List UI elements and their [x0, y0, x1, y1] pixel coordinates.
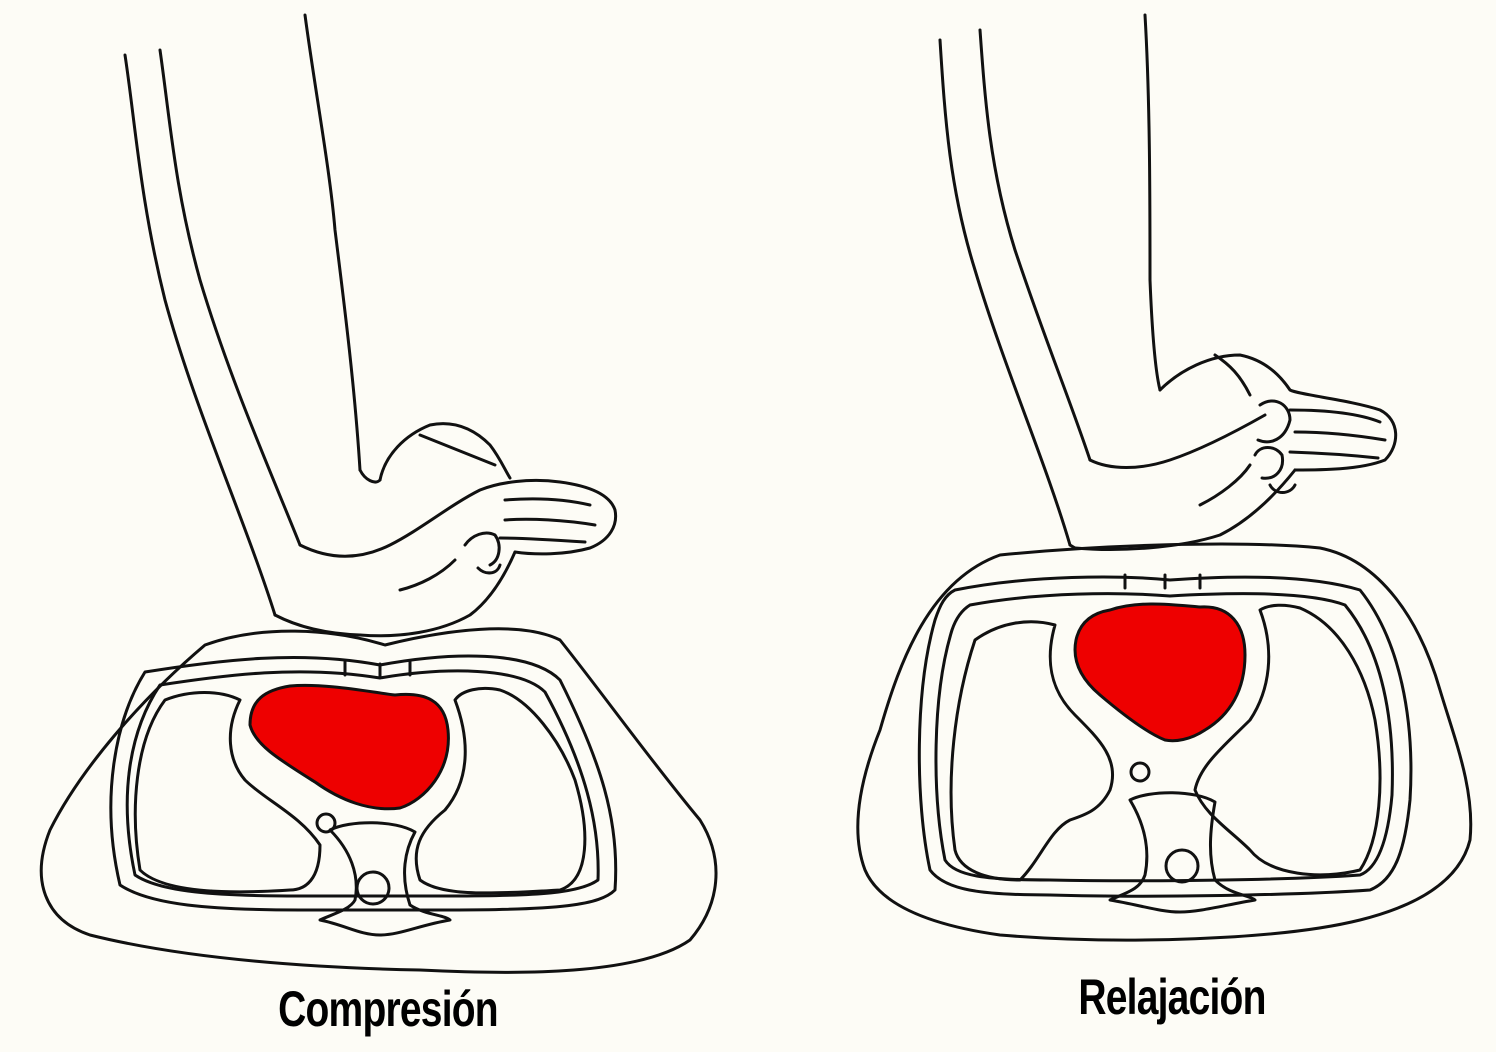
- arm-left: [125, 15, 380, 615]
- arm-right: [940, 15, 1160, 545]
- relaxation-caption: Relajación: [1016, 968, 1328, 1026]
- hand-right: [1070, 355, 1396, 549]
- heart-right: [1075, 604, 1245, 741]
- compression-panel: [41, 15, 716, 972]
- compression-caption: Compresión: [232, 980, 544, 1038]
- relaxation-panel: [858, 15, 1471, 940]
- heart-left: [250, 685, 448, 808]
- hand-left: [275, 424, 616, 636]
